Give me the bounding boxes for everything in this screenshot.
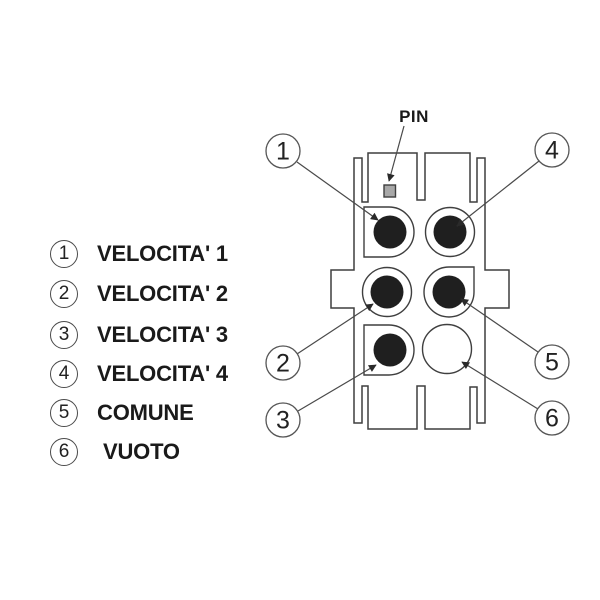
legend-label: VELOCITA' 2 xyxy=(97,281,228,306)
leader-line-4 xyxy=(456,160,540,227)
legend-number-circle: 1 xyxy=(50,240,78,268)
legend-number-circle: 6 xyxy=(50,438,78,466)
pin-marker-square xyxy=(383,184,397,198)
legend-row-velocita-2: 2 VELOCITA' 2 xyxy=(50,280,228,308)
legend-row-velocita-3: 3 VELOCITA' 3 xyxy=(50,321,228,349)
pin-contact-dot-1 xyxy=(373,215,407,249)
pin-cavity-6-empty xyxy=(421,323,473,375)
legend-row-comune: 5 COMUNE xyxy=(50,399,194,427)
callout-circle-3 xyxy=(265,402,301,438)
pin-leader-line xyxy=(387,125,405,182)
callout-number-5: 5 xyxy=(545,349,559,377)
callout-circle-5 xyxy=(534,344,570,380)
legend-label: VELOCITA' 1 xyxy=(97,241,228,266)
legend-label: VUOTO xyxy=(103,439,180,464)
legend-row-velocita-4: 4 VELOCITA' 4 xyxy=(50,360,228,388)
legend-number-circle: 4 xyxy=(50,360,78,388)
leader-line-5 xyxy=(460,298,539,353)
leader-line-3 xyxy=(297,364,377,412)
callout-circle-1 xyxy=(265,133,301,169)
leader-line-6 xyxy=(461,361,539,410)
callout-circle-4 xyxy=(534,132,570,168)
callout-circle-6 xyxy=(534,400,570,436)
pin-contact-dot-5 xyxy=(432,275,466,309)
callout-number-6: 6 xyxy=(545,405,559,433)
pin-label: PIN xyxy=(399,107,429,126)
callout-number-3: 3 xyxy=(276,407,290,435)
leader-line-2 xyxy=(296,303,374,355)
legend-label: COMUNE xyxy=(97,400,194,425)
pin-contact-dot-2 xyxy=(370,275,404,309)
pin-contact-dot-4 xyxy=(433,215,467,249)
callout-number-1: 1 xyxy=(276,138,290,166)
legend-label: VELOCITA' 3 xyxy=(97,322,228,347)
pin-contact-dot-3 xyxy=(373,333,407,367)
legend-number-circle: 5 xyxy=(50,399,78,427)
connector-housing-outline xyxy=(330,152,510,430)
legend-row-velocita-1: 1 VELOCITA' 1 xyxy=(50,240,228,268)
leader-line-1 xyxy=(296,161,379,221)
legend-number-circle: 3 xyxy=(50,321,78,349)
legend-label: VELOCITA' 4 xyxy=(97,361,228,386)
legend-row-vuoto: 6 VUOTO xyxy=(50,438,180,466)
callout-number-2: 2 xyxy=(276,350,290,378)
legend-number-circle: 2 xyxy=(50,280,78,308)
callout-number-4: 4 xyxy=(545,137,559,165)
callout-circle-2 xyxy=(265,345,301,381)
